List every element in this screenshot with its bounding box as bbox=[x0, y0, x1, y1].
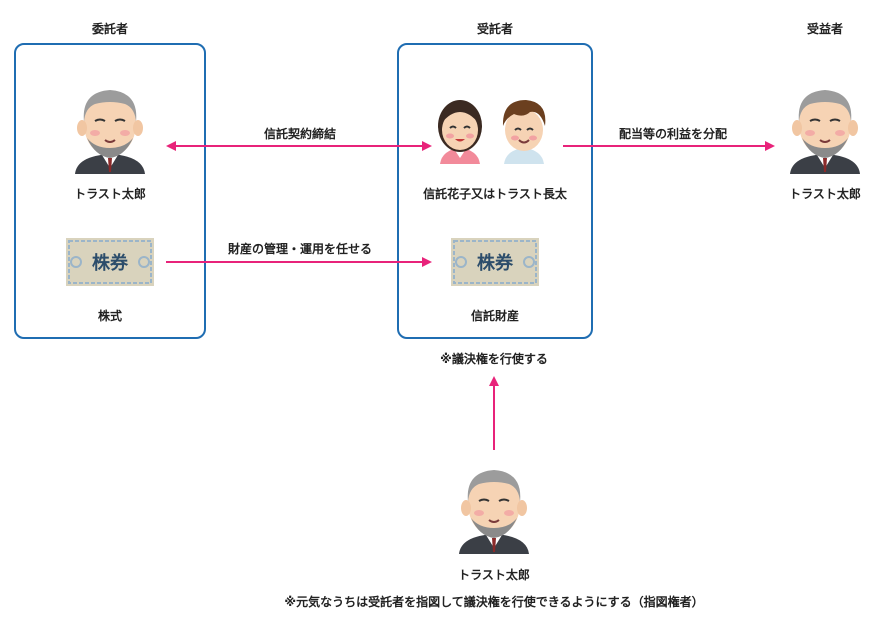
settlor-name: トラスト太郎 bbox=[74, 187, 146, 201]
trustee-box bbox=[397, 43, 593, 339]
beneficiary-heading: 受益者 bbox=[806, 22, 844, 36]
instruction-note: ※元気なうちは受託者を指図して議決権を行使できるようにする（指図権者） bbox=[284, 595, 704, 609]
elderly-man-icon bbox=[75, 90, 145, 174]
entrust-label: 財産の管理・運用を任せる bbox=[227, 242, 373, 256]
young-man-icon bbox=[502, 100, 546, 164]
director-name: トラスト太郎 bbox=[458, 568, 530, 582]
elderly-man-icon bbox=[790, 90, 860, 174]
stock-text: 株券 bbox=[477, 252, 514, 274]
stock-certificate-icon: 株券 bbox=[451, 238, 539, 286]
beneficiary-name: トラスト太郎 bbox=[789, 187, 861, 201]
settlor-box bbox=[14, 43, 206, 339]
profit-label: 配当等の利益を分配 bbox=[618, 127, 728, 141]
stock-text: 株券 bbox=[92, 252, 129, 274]
trust-asset-label: 信託財産 bbox=[470, 309, 520, 323]
trustee-names: 信託花子又はトラスト長太 bbox=[423, 187, 567, 201]
woman-icon bbox=[438, 100, 482, 164]
settlor-heading: 委託者 bbox=[91, 22, 129, 36]
elderly-man-icon bbox=[459, 470, 529, 554]
settlor-asset-label: 株式 bbox=[97, 309, 123, 323]
voting-note: ※議決権を行使する bbox=[440, 352, 548, 366]
stock-certificate-icon: 株券 bbox=[66, 238, 154, 286]
contract-label: 信託契約締結 bbox=[263, 127, 337, 141]
trustee-heading: 受託者 bbox=[476, 22, 514, 36]
